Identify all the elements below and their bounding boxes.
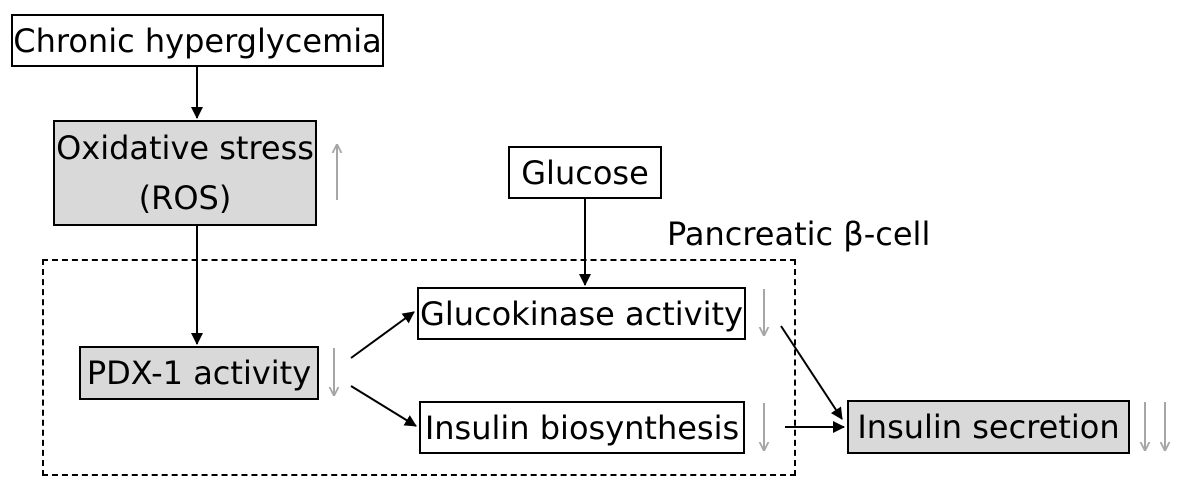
pancreatic-beta-cell-label: Pancreatic β-cell [667, 215, 931, 253]
chronic-hyperglycemia-node: Chronic hyperglycemia [11, 14, 384, 67]
insulin-secretion-label: Insulin secretion [857, 408, 1120, 446]
pdx1-activity-label: PDX-1 activity [86, 354, 312, 392]
edge-glucokinase-to-insulin-secretion [780, 325, 843, 420]
pancreatic-beta-cell-region [42, 259, 796, 476]
oxidative-stress-label: Oxidative stress [56, 129, 314, 167]
pdx1-activity-node: PDX-1 activity [79, 346, 319, 400]
glucose-label: Glucose [521, 153, 649, 192]
edge-pdx1-to-glucokinase [350, 311, 415, 359]
glucose-node: Glucose [508, 146, 662, 199]
insulin-biosynthesis-label: Insulin biosynthesis [424, 408, 740, 447]
glucokinase-activity-node: Glucokinase activity [417, 287, 746, 340]
insulin-biosynthesis-node: Insulin biosynthesis [419, 401, 745, 454]
insulin-secretion-node: Insulin secretion [847, 400, 1130, 454]
edge-pdx1-to-insulin-biosynthesis [350, 385, 417, 427]
glucokinase-activity-label: Glucokinase activity [420, 294, 743, 333]
ros-label: (ROS) [138, 179, 232, 217]
oxidative-stress-node: Oxidative stress (ROS) [53, 120, 317, 226]
chronic-hyperglycemia-label: Chronic hyperglycemia [13, 21, 382, 60]
